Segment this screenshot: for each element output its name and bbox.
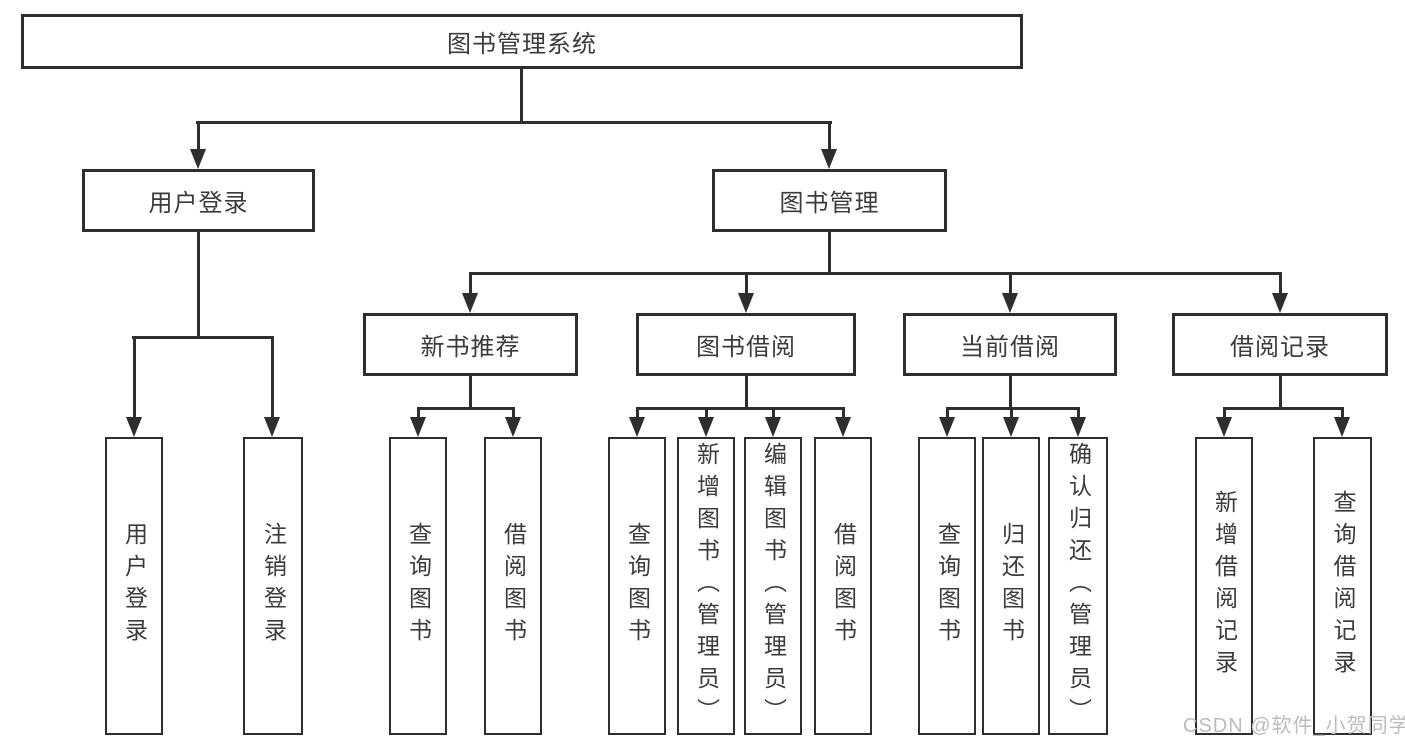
leaf-user-login: 用户登录 (105, 437, 163, 735)
leaf-logout: 注销登录 (243, 437, 303, 735)
connector-line (1279, 376, 1282, 410)
arrow-down-icon (821, 149, 837, 169)
node-new-book-recommend: 新书推荐 (363, 313, 578, 376)
arrow-down-icon (410, 417, 426, 437)
arrow-down-icon (190, 149, 206, 169)
node-borrow-record: 借阅记录 (1172, 313, 1388, 376)
arrow-down-icon (1272, 293, 1288, 313)
connector-line (772, 407, 775, 419)
arrow-down-icon (1003, 417, 1019, 437)
connector-line (636, 407, 639, 419)
leaf-add-borrow-record: 新增借阅记录 (1195, 437, 1253, 735)
connector-line (1009, 376, 1012, 410)
connector-line (1223, 407, 1344, 410)
leaf-confirm-return-admin: 确认归还（管理员） (1048, 437, 1108, 735)
connector-line (1077, 407, 1080, 419)
connector-line (469, 272, 472, 295)
arrow-down-icon (738, 293, 754, 313)
connector-line (946, 407, 949, 419)
node-current-borrow: 当前借阅 (903, 313, 1117, 376)
node-user-login: 用户登录 (82, 169, 315, 232)
connector-line (197, 121, 200, 151)
connector-line (828, 121, 831, 151)
arrow-down-icon (1070, 417, 1086, 437)
connector-line (1223, 407, 1226, 419)
leaf-add-book-admin: 新增图书（管理员） (677, 437, 735, 735)
node-book-borrow: 图书借阅 (636, 313, 856, 376)
connector-line (842, 407, 845, 419)
arrow-down-icon (765, 417, 781, 437)
node-library-system: 图书管理系统 (21, 14, 1023, 69)
connector-line (520, 69, 523, 124)
leaf-borrow-book: 借阅图书 (814, 437, 872, 735)
connector-line (1279, 272, 1282, 295)
arrow-down-icon (1334, 417, 1350, 437)
arrow-down-icon (1216, 417, 1232, 437)
leaf-query-book: 查询图书 (918, 437, 976, 735)
connector-line (705, 407, 708, 419)
connector-line (636, 407, 845, 410)
connector-line (1010, 407, 1013, 419)
connector-line (469, 272, 1282, 275)
leaf-query-borrow-record: 查询借阅记录 (1313, 437, 1372, 735)
connector-line (271, 336, 274, 419)
leaf-edit-book-admin: 编辑图书（管理员） (744, 437, 802, 735)
arrow-down-icon (126, 417, 142, 437)
leaf-query-book: 查询图书 (608, 437, 666, 735)
connector-line (1341, 407, 1344, 419)
arrow-down-icon (835, 417, 851, 437)
arrow-down-icon (1002, 293, 1018, 313)
arrow-down-icon (264, 417, 280, 437)
connector-line (196, 121, 832, 124)
connector-line (197, 232, 200, 339)
arrow-down-icon (462, 293, 478, 313)
connector-line (1009, 272, 1012, 295)
connector-line (417, 407, 420, 419)
leaf-borrow-book: 借阅图书 (484, 437, 542, 735)
connector-line (132, 336, 274, 339)
connector-line (512, 407, 515, 419)
leaf-return-book: 归还图书 (982, 437, 1040, 735)
leaf-query-book: 查询图书 (389, 437, 447, 735)
connector-line (417, 407, 515, 410)
csdn-watermark: CSDN @软件_小贺同学 (1183, 715, 1405, 737)
arrow-down-icon (629, 417, 645, 437)
arrow-down-icon (939, 417, 955, 437)
arrow-down-icon (505, 417, 521, 437)
arrow-down-icon (698, 417, 714, 437)
connector-line (745, 376, 748, 410)
connector-line (745, 272, 748, 295)
connector-line (469, 376, 472, 410)
connector-line (828, 232, 831, 275)
node-book-management: 图书管理 (712, 169, 947, 232)
connector-line (133, 336, 136, 419)
